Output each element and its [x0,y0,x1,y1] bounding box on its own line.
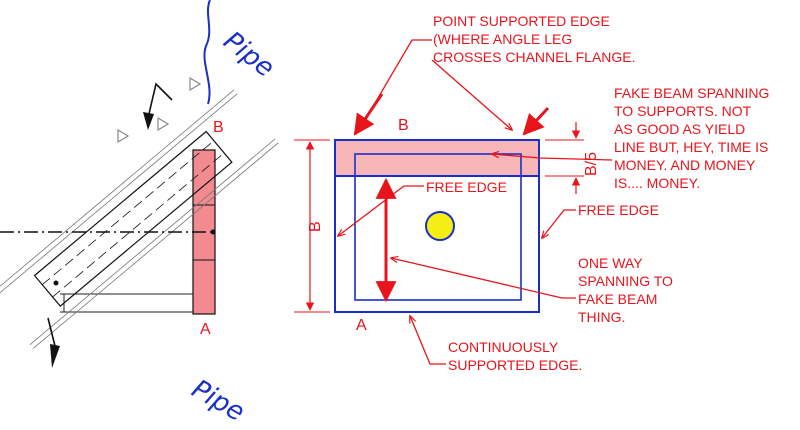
leader-arrow-top [147,82,173,119]
note-fake-beam-line4: LINE BUT, HEY, TIME IS [614,139,768,155]
note-free-edge-right: FREE EDGE [578,202,659,218]
note-fake-beam: FAKE BEAM SPANNING TO SUPPORTS. NOT AS G… [614,85,769,191]
note-continuous-line2: SUPPORTED EDGE. [448,357,582,373]
note-one-way-line4: THING. [578,309,625,325]
dimension-b5-label: B/5 [583,152,600,176]
elevation-view: Pipe Pipe B A [0,0,280,428]
note-one-way-line2: SPANNING TO [578,273,673,289]
leader-arrow-bottom [47,317,57,351]
leader-one-way [391,258,576,299]
leader-free-edge-right [542,209,576,238]
pipe-label-bottom: Pipe [187,374,250,428]
leader-point-supported [358,39,432,132]
note-point-supported: POINT SUPPORTED EDGE (WHERE ANGLE LEG CR… [433,13,636,65]
elevation-label-b: B [213,119,224,136]
fake-beam-strip [335,140,539,176]
inner-plate [354,153,522,301]
point-support-arrow-right [522,106,550,136]
note-fake-beam-line3: AS GOOD AS YIELD [614,121,745,137]
diagonal-member [0,89,279,349]
note-one-way: ONE WAY SPANNING TO FAKE BEAM THING. [578,255,673,325]
note-continuous: CONTINUOUSLY SUPPORTED EDGE. [448,339,582,373]
pipe-label-top: Pipe [218,26,280,84]
note-fake-beam-line6: IS.... MONEY. [614,175,700,191]
note-point-supported-line3: CROSSES CHANNEL FLANGE. [433,49,636,65]
note-fake-beam-line5: MONEY. AND MONEY [614,157,756,173]
elevation-label-a: A [200,321,211,338]
note-fake-beam-line1: FAKE BEAM SPANNING [614,85,769,101]
pipe-stroke-top [203,0,211,105]
note-point-supported-line2: (WHERE ANGLE LEG [433,31,572,47]
plan-label-a: A [356,317,367,334]
leader-free-edge-inner [338,185,424,236]
note-point-supported-line1: POINT SUPPORTED EDGE [433,13,610,29]
note-one-way-line1: ONE WAY [578,255,643,271]
note-fake-beam-line2: TO SUPPORTS. NOT [614,103,752,119]
note-free-edge-inner: FREE EDGE [426,179,507,195]
plate-outline [334,139,540,313]
dimension-b-label: B [307,221,324,232]
note-one-way-line3: FAKE BEAM [578,291,657,307]
leader-fake-beam [492,154,613,161]
leader-continuous [410,316,446,365]
note-continuous-line1: CONTINUOUSLY [448,339,559,355]
plan-view: B B/5 B A [294,39,613,365]
load-dot [425,211,455,241]
weld-symbol [189,76,202,92]
plan-label-b: B [398,117,409,134]
